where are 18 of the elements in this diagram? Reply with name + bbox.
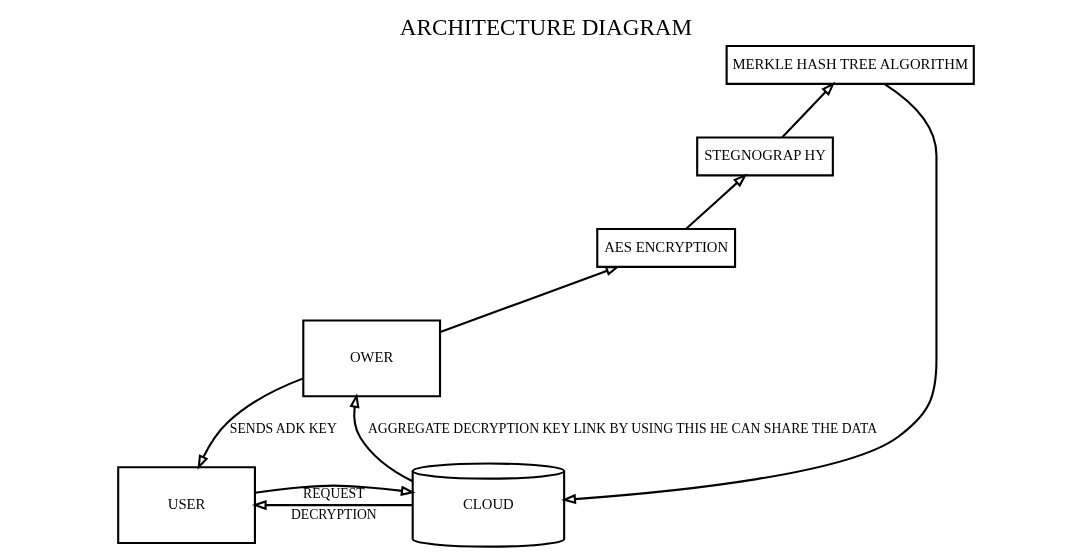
arrow [254, 484, 416, 496]
arrow [197, 377, 304, 470]
arrow [251, 499, 412, 511]
edge-label: SENDS ADK KEY [229, 421, 337, 437]
node-box: USER [116, 466, 256, 544]
arrow [684, 173, 747, 230]
edge-label: AGGREGATE DECRYPTION KEY LINK BY USING THIS HE CAN SHARE THE DATA [367, 421, 877, 437]
arrow [348, 393, 413, 483]
node-box: MERKLE HASH TREE ALGORITHM [725, 44, 975, 85]
edge-label: DECRYPTION [290, 507, 377, 523]
node-box: OWER [301, 319, 441, 398]
arrow [781, 81, 835, 139]
node-box: STEGNOGRAP HY [695, 136, 834, 177]
node-box: AES ENCRYPTION [595, 227, 736, 268]
edge-label: REQUEST [302, 486, 365, 502]
diagram-title: ARCHITECTURE DIAGRAM [399, 14, 692, 41]
arrow [560, 83, 937, 505]
arrow [439, 265, 620, 334]
